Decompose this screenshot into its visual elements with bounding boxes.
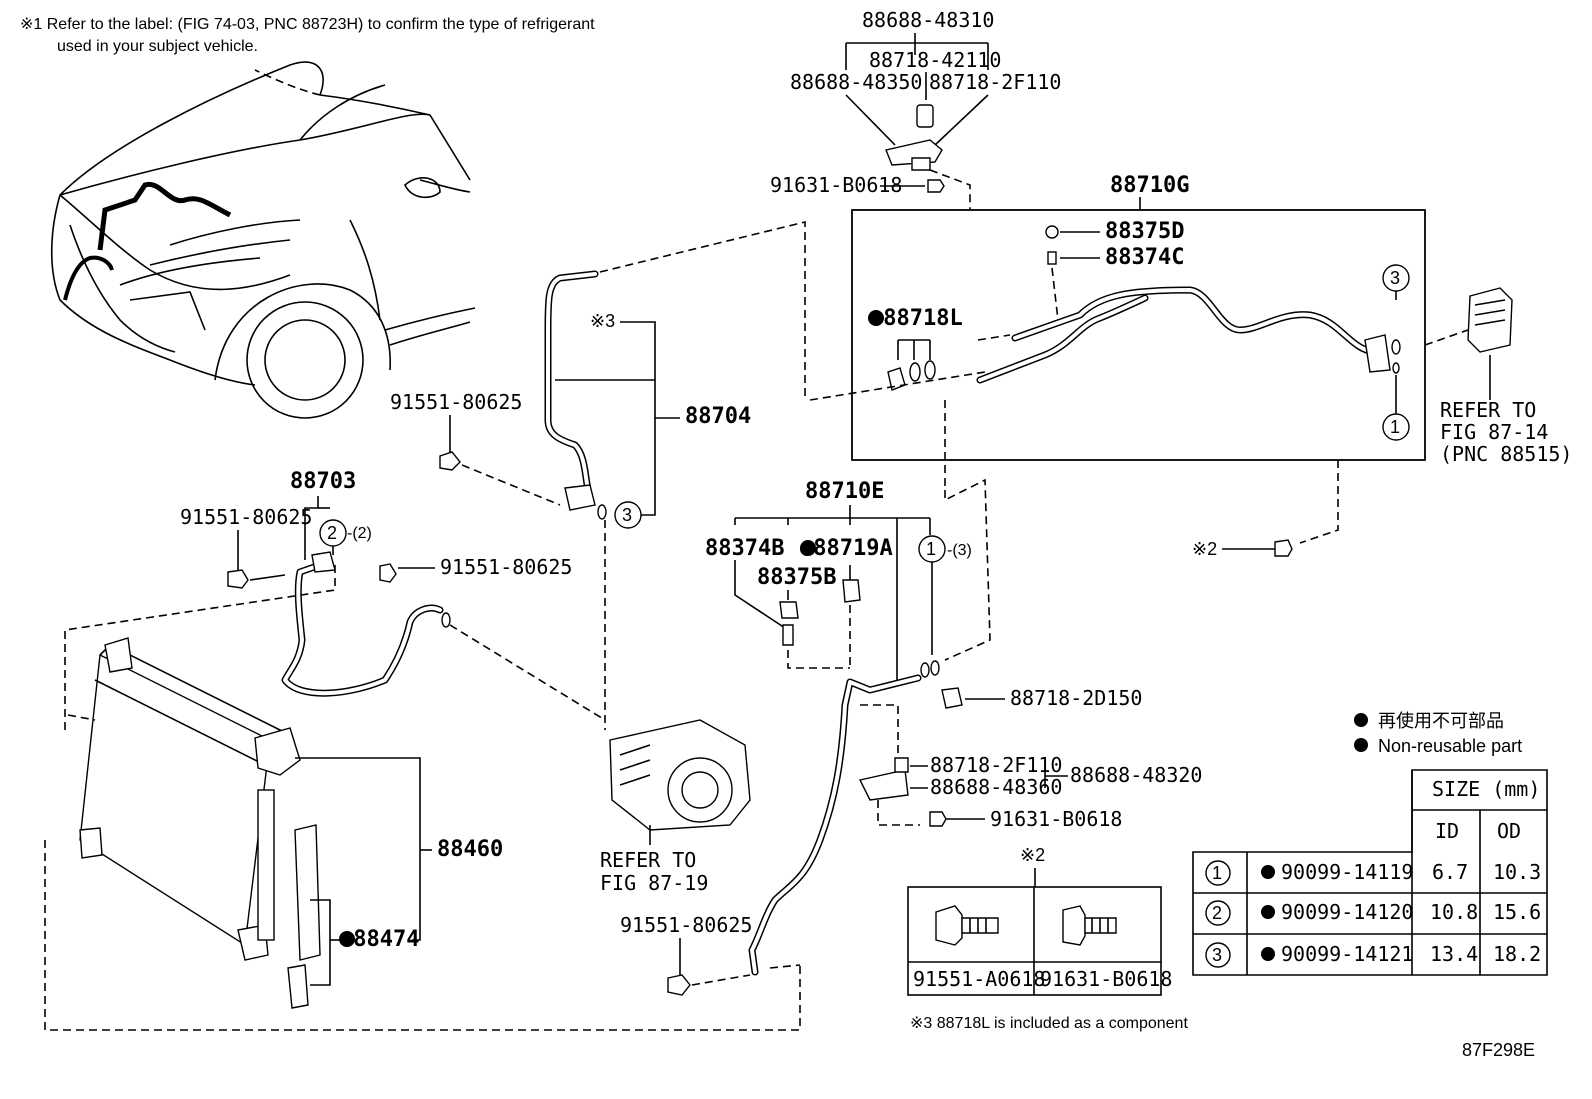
size-row-3-ring: 3 [1212,945,1222,965]
label-91631-B0618-mid: 91631-B0618 [990,807,1122,831]
size-row-2-ring: 2 [1212,903,1222,923]
label-88704: 88704 [685,404,751,429]
label-refer-87-19-l2: FIG 87-19 [600,871,708,895]
label-88375D: 88375D [1105,219,1184,244]
label-88375B: 88375B [757,565,836,590]
pipe-group-88710E: 88710E 88374B ●88719A 88375B 1 -(3) 8871… [620,400,1202,996]
size-table-col-id: ID [1435,819,1459,843]
size-row-1-part: 90099-14119 [1281,860,1413,884]
expansion-valve-ref: REFER TO FIG 87-14 (PNC 88515) [1424,287,1572,466]
size-table-col-od: OD [1497,819,1521,843]
label-88688-48360: 88688-48360 [930,775,1062,799]
size-row-2-id: 10.8 [1430,900,1478,924]
label-refer-87-19-l1: REFER TO [600,848,696,872]
size-row-1-id: 6.7 [1432,860,1468,884]
label-91551-80625-c: 91551-80625 [440,555,572,579]
ring-1-88710E: 1 [926,539,936,559]
nonreusable-dot-88719A [800,540,816,556]
label-88688-48310: 88688-48310 [862,8,994,32]
bolt-mark2-right: ※2 [1192,460,1339,559]
label-88374B: 88374B [705,536,784,561]
label-88688-48350: 88688-48350 [790,70,922,94]
legend: 再使用不可部品 Non-reusable part [1354,711,1522,756]
ring-2-88703: 2 [327,523,337,543]
label-88710E: 88710E [805,479,884,504]
label-88460: 88460 [437,837,503,862]
bolt-table-col2: 91631-B0618 [1040,967,1172,991]
label-91551-80625-d: 91551-80625 [620,913,752,937]
note-3: ※3 88718L is included as a component [910,1015,1188,1032]
assembly-88710G: 88710G 88375D 88374C ●88718L 3 1 [809,173,1426,461]
legend-en: Non-reusable part [1378,736,1522,756]
size-row-3-od: 18.2 [1493,942,1541,966]
hose-88703: 88703 2 -(2) 91551-80625 91551-80625 [64,469,606,730]
label-88703: 88703 [290,469,356,494]
label-refer-87-14-l2: FIG 87-14 [1440,420,1548,444]
note-1-line-2: used in your subject vehicle. [57,38,258,55]
size-row-1-ring: 1 [1212,863,1222,883]
label-88718L: ●88718L [870,306,963,331]
vehicle-front-illustration [50,61,476,419]
condenser-88460: 88460 ●88474 [44,637,801,1031]
hose-88704: ※3 88704 3 91551-80625 [390,220,806,730]
ring-3-g: 3 [1390,268,1400,288]
label-88719A: ●88719A [800,536,893,561]
label-refer-87-14-l1: REFER TO [1440,398,1536,422]
label-mark3: ※3 [590,311,615,331]
size-row-3-id: 13.4 [1430,942,1478,966]
label-91551-80625-a: 91551-80625 [390,390,522,414]
label-88474: ●88474 [340,927,419,952]
figure-code: 87F298E [1462,1040,1535,1060]
legend-jp: 再使用不可部品 [1378,711,1504,731]
bolt-table-mark2: ※2 91551-A0618 91631-B0618 [907,845,1172,996]
size-table: SIZE (mm) ID OD 1 90099-14119 6.7 10.3 2… [1192,769,1548,976]
label-ring1-note: -(3) [947,542,972,559]
label-88688-48320: 88688-48320 [1070,763,1202,787]
size-table-row-3: 3 90099-14121 13.4 18.2 [1205,942,1541,968]
label-91631-B0618-top: 91631-B0618 [770,173,902,197]
note-1-line-1: ※1 Refer to the label: (FIG 74-03, PNC 8… [20,16,595,33]
size-row-1-od: 10.3 [1493,860,1541,884]
top-bracket-group: 88688-48310 88718-42110 88688-48350 8871… [770,8,1061,210]
size-table-title: SIZE (mm) [1432,777,1540,801]
label-ring2-note: -(2) [347,525,372,542]
label-mark2-right: ※2 [1192,539,1217,559]
compressor-ref: REFER TO FIG 87-19 [600,719,751,895]
size-row-2-od: 15.6 [1493,900,1541,924]
ring-1-g: 1 [1390,417,1400,437]
size-table-row-1: 1 90099-14119 6.7 10.3 [1205,860,1541,886]
label-88374C: 88374C [1105,245,1184,270]
label-mark2-box: ※2 [1020,845,1045,865]
label-88718-2F110-mid: 88718-2F110 [930,753,1062,777]
label-refer-87-14-l3: (PNC 88515) [1440,442,1572,466]
size-row-3-part: 90099-14121 [1281,942,1413,966]
label-88718-2F110-top: 88718-2F110 [929,70,1061,94]
label-91551-80625-b: 91551-80625 [180,505,312,529]
size-table-row-2: 2 90099-14120 10.8 15.6 [1205,900,1541,926]
ring-3-88704: 3 [622,505,632,525]
size-row-2-part: 90099-14120 [1281,900,1413,924]
nonreusable-dot-88474 [339,931,355,947]
label-88718-2D150: 88718-2D150 [1010,686,1142,710]
label-88710G: 88710G [1110,173,1189,198]
label-88718-42110: 88718-42110 [869,48,1001,72]
bolt-table-col1: 91551-A0618 [913,967,1045,991]
nonreusable-dot-88718L [868,310,884,326]
